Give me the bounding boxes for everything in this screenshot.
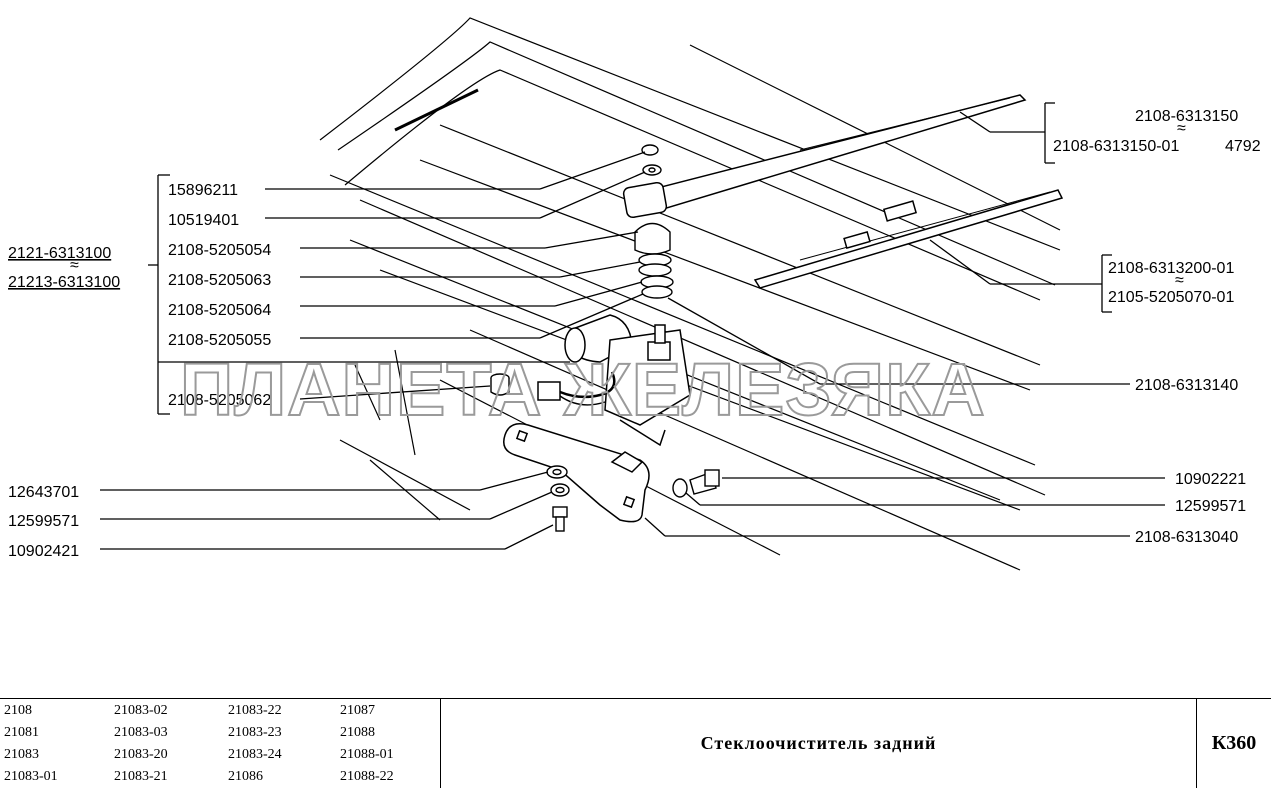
model-cell: 21088-01 bbox=[340, 747, 394, 762]
model-cell: 21088-22 bbox=[340, 769, 394, 784]
wiper-blade bbox=[753, 189, 1064, 289]
diagram-caption: Стеклоочиститель задний bbox=[441, 699, 1197, 788]
model-cell: 21086 bbox=[228, 769, 263, 784]
alt-symbol-blade: ≈ bbox=[1175, 272, 1184, 289]
label-bracket: 2108-6313040 bbox=[1135, 529, 1238, 546]
alt-symbol-left: ≈ bbox=[70, 257, 79, 274]
label-assembly-main: 2121-6313100 bbox=[8, 245, 111, 262]
model-cell: 21083 bbox=[4, 747, 39, 762]
label-2108-5205055: 2108-5205055 bbox=[168, 332, 271, 349]
label-assembly-alt: 21213-6313100 bbox=[8, 274, 120, 291]
model-cell: 2108 bbox=[4, 703, 32, 718]
alt-symbol-arm: ≈ bbox=[1177, 120, 1186, 137]
car-body-outline bbox=[319, 17, 1061, 571]
label-motor: 2108-6313140 bbox=[1135, 377, 1238, 394]
label-arm-main: 2108-6313150 bbox=[1135, 108, 1238, 125]
model-cell: 21083-23 bbox=[228, 725, 282, 740]
label-2108-5205054: 2108-5205054 bbox=[168, 242, 271, 259]
label-12599571-left: 12599571 bbox=[8, 513, 79, 530]
label-12599571-right: 12599571 bbox=[1175, 498, 1246, 515]
label-10902421: 10902421 bbox=[8, 543, 79, 560]
model-cell: 21083-20 bbox=[114, 747, 168, 762]
wiper-motor bbox=[537, 314, 691, 447]
model-cell: 21088 bbox=[340, 725, 375, 740]
model-cell: 21083-22 bbox=[228, 703, 282, 718]
model-list: 2108 21083-02 21083-22 21087 21081 21083… bbox=[0, 699, 441, 788]
label-10902221: 10902221 bbox=[1175, 471, 1246, 488]
page-code: К360 bbox=[1211, 732, 1257, 754]
label-arm-alt: 2108-6313150-01 bbox=[1053, 138, 1179, 155]
label-blade-alt: 2105-5205070-01 bbox=[1108, 289, 1234, 306]
model-cell: 21083-21 bbox=[114, 769, 168, 784]
leader-lines bbox=[100, 102, 1165, 550]
label-arm-alt-qty: 4792 bbox=[1225, 138, 1261, 155]
label-2108-5205062: 2108-5205062 bbox=[168, 392, 271, 409]
label-2108-5205063: 2108-5205063 bbox=[168, 272, 271, 289]
model-cell: 21083-01 bbox=[4, 769, 58, 784]
title-block: 2108 21083-02 21083-22 21087 21081 21083… bbox=[0, 698, 1271, 788]
wiper-arm bbox=[622, 94, 1027, 219]
model-cell: 21083-24 bbox=[228, 747, 282, 762]
model-cell: 21083-02 bbox=[114, 703, 168, 718]
rubber-bushing bbox=[490, 373, 510, 396]
label-blade-main: 2108-6313200-01 bbox=[1108, 260, 1234, 277]
label-10519401: 10519401 bbox=[168, 212, 239, 229]
watermark: ПЛАНЕТА ЖЕЛЕЗЯКА bbox=[180, 348, 986, 431]
label-2108-5205064: 2108-5205064 bbox=[168, 302, 271, 319]
model-cell: 21081 bbox=[4, 725, 39, 740]
fastener-stack bbox=[634, 144, 674, 299]
small-hardware bbox=[546, 465, 720, 532]
label-15896211: 15896211 bbox=[168, 182, 238, 199]
mounting-bracket bbox=[503, 423, 650, 523]
model-cell: 21083-03 bbox=[114, 725, 168, 740]
model-cell: 21087 bbox=[340, 703, 375, 718]
label-12643701: 12643701 bbox=[8, 484, 79, 501]
exploded-view: 2121-6313100 ≈ 21213-6313100 15896211 10… bbox=[8, 17, 1261, 571]
